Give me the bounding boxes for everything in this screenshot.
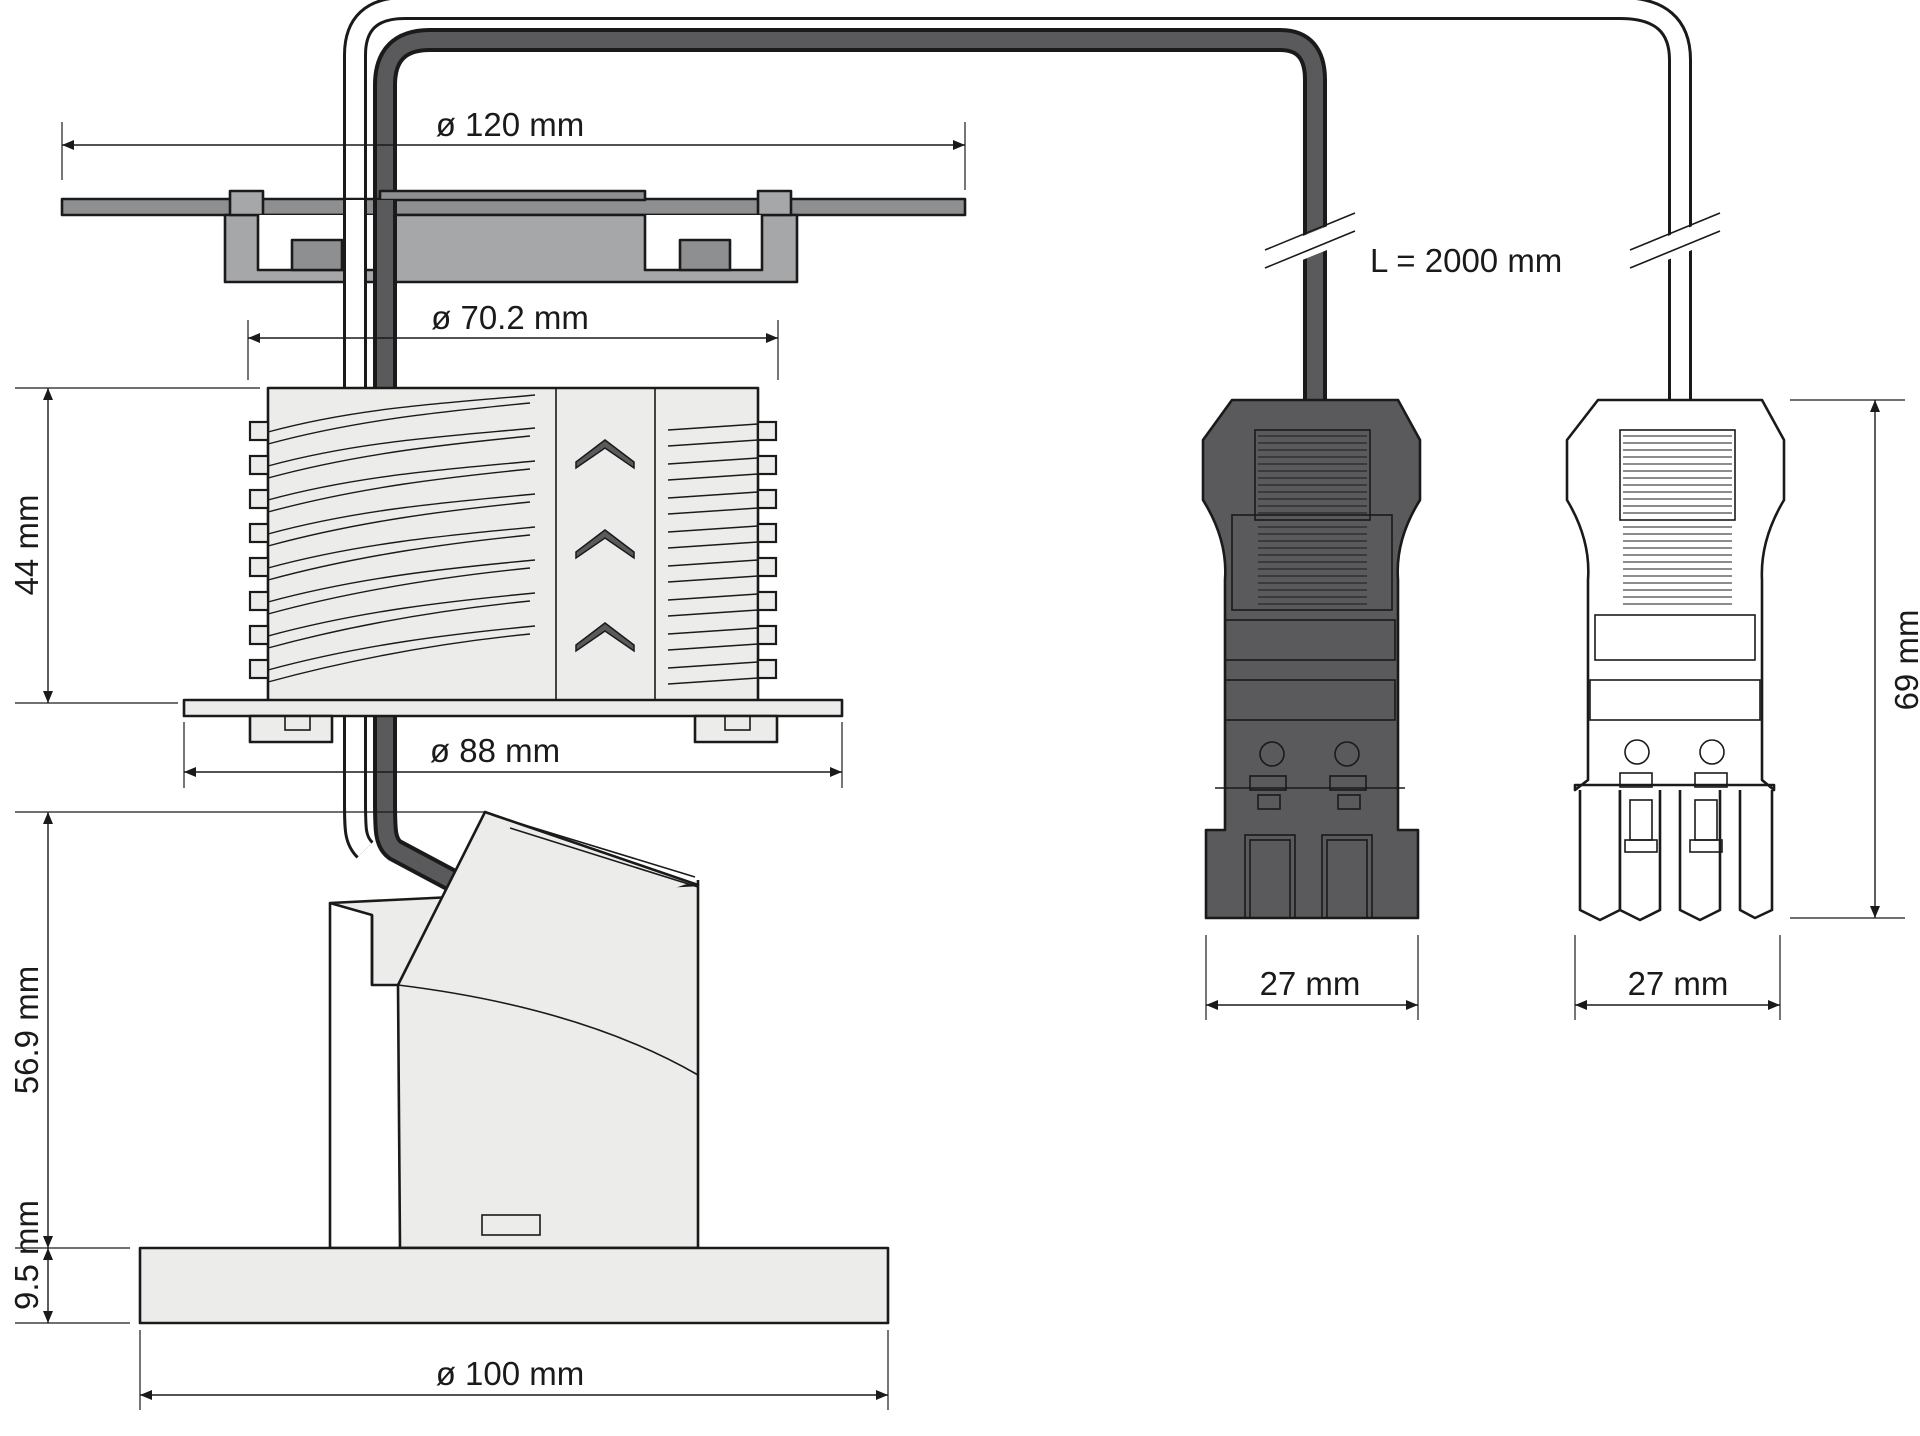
body-curve xyxy=(267,625,536,671)
fin xyxy=(756,590,778,612)
fin-line xyxy=(667,593,759,601)
dim-connector-height: 69 mm xyxy=(1888,610,1920,711)
swivel-housing xyxy=(328,810,700,1250)
grip-lines xyxy=(1623,435,1732,605)
dim-flange-diameter: ø 88 mm xyxy=(430,732,560,769)
dim-connector-left-width: 27 mm xyxy=(1260,965,1361,1002)
dim-body-diameter: ø 70.2 mm xyxy=(431,299,589,336)
chevron-icons xyxy=(575,439,635,653)
fin-line xyxy=(667,507,759,515)
dim-top-plate-diameter: ø 120 mm xyxy=(436,106,585,143)
fin-line xyxy=(667,457,759,465)
body-curve xyxy=(267,534,531,581)
fin-line xyxy=(667,559,759,567)
fin xyxy=(756,454,778,476)
fin-line xyxy=(667,575,759,583)
fin xyxy=(756,488,778,510)
connector-dark xyxy=(1201,398,1422,920)
top-plate xyxy=(60,189,967,217)
dimension-lines xyxy=(15,122,1905,1410)
body-curve xyxy=(267,493,536,535)
dim-head-height: 56.9 mm xyxy=(8,966,45,1094)
fin xyxy=(756,658,778,680)
fin xyxy=(756,556,778,578)
finned-body xyxy=(248,386,778,705)
fin xyxy=(248,658,270,680)
body-curve xyxy=(267,633,531,683)
base-plate xyxy=(138,1246,890,1325)
fin xyxy=(248,454,270,476)
fin-line xyxy=(667,525,759,533)
grip-lines xyxy=(1258,435,1367,605)
body-curve xyxy=(267,600,531,649)
fin xyxy=(756,522,778,544)
dim-connector-right-width: 27 mm xyxy=(1628,965,1729,1002)
body-curve xyxy=(267,435,531,479)
fins-left xyxy=(248,420,270,680)
body-curve xyxy=(267,468,531,513)
body-curve xyxy=(267,394,536,433)
body-curve xyxy=(267,501,531,547)
fins-right xyxy=(667,420,778,685)
dim-base-height: 9.5 mm xyxy=(8,1200,45,1310)
body-curve xyxy=(267,460,536,501)
fin-line xyxy=(667,541,759,549)
fin xyxy=(248,590,270,612)
fin-line xyxy=(667,677,759,685)
cable-break-marks xyxy=(1264,212,1721,269)
connector-light xyxy=(1565,398,1786,922)
fin xyxy=(248,522,270,544)
fin-line xyxy=(667,609,759,617)
body-curve xyxy=(267,402,531,445)
dim-base-diameter: ø 100 mm xyxy=(436,1355,585,1392)
fin-line xyxy=(667,643,759,651)
fin-line xyxy=(667,439,759,447)
body-curves xyxy=(267,394,536,683)
fin-line xyxy=(667,423,759,431)
fin-line xyxy=(667,491,759,499)
dim-cable-length: L = 2000 mm xyxy=(1370,242,1562,279)
fin xyxy=(248,556,270,578)
fin xyxy=(248,624,270,646)
fin-line xyxy=(667,661,759,669)
dim-body-height: 44 mm xyxy=(8,495,45,596)
fin xyxy=(756,624,778,646)
cable-overlay-clamp xyxy=(343,200,397,285)
fin-line xyxy=(667,473,759,481)
flange xyxy=(182,698,844,744)
body-curve xyxy=(267,567,531,615)
fin xyxy=(248,420,270,442)
cable-light xyxy=(343,0,1692,859)
body-curve xyxy=(267,526,536,569)
body-curve xyxy=(267,559,536,603)
fin xyxy=(756,420,778,442)
fin-line xyxy=(667,627,759,635)
cable-dark xyxy=(373,28,1327,901)
fin xyxy=(248,488,270,510)
body-curve xyxy=(267,592,536,637)
body-curve xyxy=(267,427,536,467)
